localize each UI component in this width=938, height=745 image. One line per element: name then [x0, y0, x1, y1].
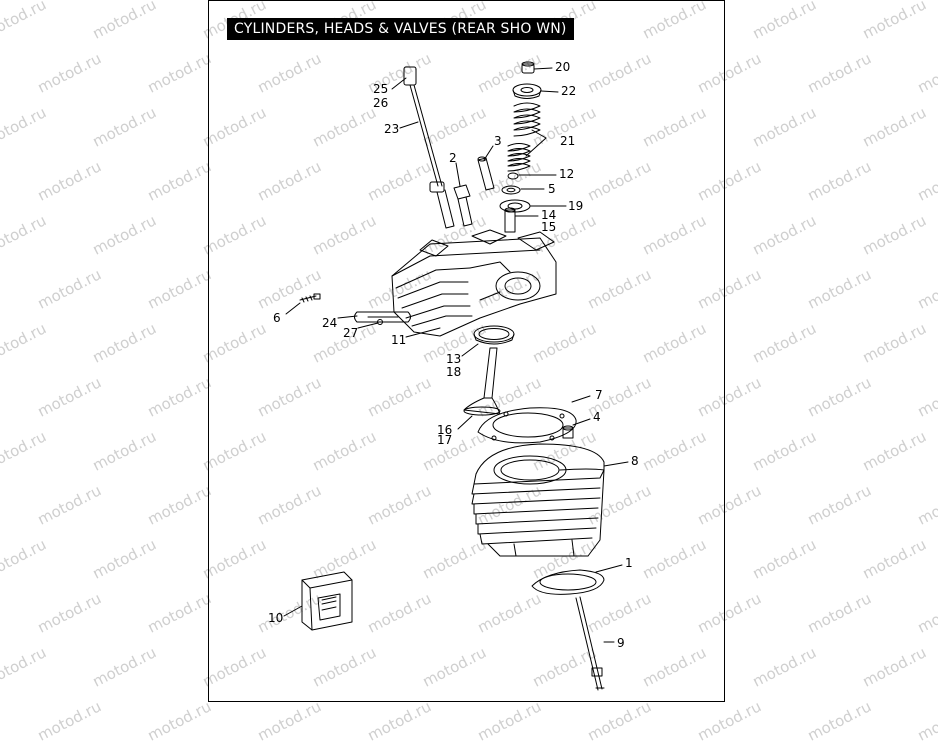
callout-2: 2 [449, 151, 457, 165]
callout-9: 9 [617, 636, 625, 650]
diagram-title: CYLINDERS, HEADS & VALVES (REAR SHO WN) [227, 18, 574, 40]
callout-15: 15 [541, 220, 557, 234]
watermark-text: motod.ru [804, 697, 875, 745]
part-23-pushrod-cover [403, 66, 455, 229]
part-2-cover [453, 184, 473, 227]
callout-3: 3 [494, 134, 502, 148]
callout-19: 19 [568, 199, 584, 213]
callout-22: 22 [561, 84, 577, 98]
part-22-spring-collar [512, 83, 542, 99]
part-9-stud [575, 596, 605, 691]
callout-20: 20 [555, 60, 571, 74]
leader-lines [283, 67, 629, 643]
callout-27: 27 [343, 326, 359, 340]
callout-23: 23 [384, 122, 400, 136]
callout-25: 25 [373, 82, 389, 96]
callout-18: 18 [446, 365, 462, 379]
watermark-text: motod.ru [144, 697, 215, 745]
part-11-cylinder-head [391, 229, 557, 337]
callout-8: 8 [631, 454, 639, 468]
part-24-name-badge [354, 311, 411, 323]
part-21-valve-springs [507, 102, 541, 172]
part-7-head-gasket [477, 407, 577, 444]
callout-11: 11 [391, 333, 407, 347]
watermark-text: motod.ru [694, 697, 765, 745]
callout-5: 5 [548, 182, 556, 196]
part-5-washer [501, 185, 521, 195]
callout-14: 14 [541, 208, 557, 222]
watermark-text: motod.ru [474, 697, 545, 745]
callout-17: 17 [437, 433, 453, 447]
part-20-cap [521, 61, 535, 74]
callout-7: 7 [595, 388, 603, 402]
part-10-parts-kit [301, 571, 353, 631]
part-16-valve [463, 347, 501, 416]
callout-6: 6 [273, 311, 281, 325]
watermark-text: motod.ru [914, 697, 938, 745]
callout-26: 26 [373, 96, 389, 110]
callout-10: 10 [268, 611, 284, 625]
exploded-view-drawing [283, 61, 629, 691]
part-8-cylinder [471, 443, 605, 557]
part-4-dowel [562, 425, 574, 439]
watermark-text: motod.ru [364, 697, 435, 745]
watermark-text: motod.ru [254, 697, 325, 745]
diagram-frame [208, 0, 725, 702]
watermark-text: motod.ru [584, 697, 655, 745]
callout-21: 21 [560, 134, 576, 148]
watermark-text: motod.ru [34, 697, 105, 745]
part-3-tube [477, 156, 495, 191]
part-12-seal [507, 172, 519, 180]
callout-1: 1 [625, 556, 633, 570]
callout-4: 4 [593, 410, 601, 424]
part-13-valve-seat [473, 325, 515, 345]
callout-24: 24 [322, 316, 338, 330]
callout-16: 16 [437, 423, 453, 437]
part-27-screw [377, 319, 383, 325]
part-6-bolt [299, 293, 321, 303]
callout-13: 13 [446, 352, 462, 366]
callout-12: 12 [559, 167, 575, 181]
part-14-valve-guide [504, 207, 516, 233]
part-1-base-gasket [531, 569, 605, 595]
